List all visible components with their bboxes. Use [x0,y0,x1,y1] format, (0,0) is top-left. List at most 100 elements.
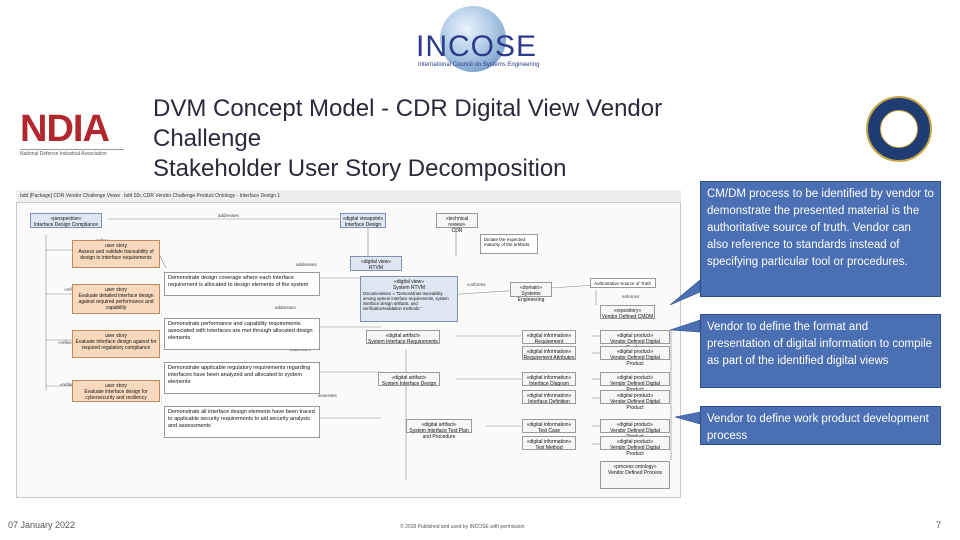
block-stereotype: «digital information» [526,375,572,381]
block-name: Interface Diagram [529,381,569,387]
block-name: Interface Definition [528,399,570,405]
dictate-note: Dictate the expected maturity of the art… [480,234,538,254]
slide-title: DVM Concept Model - CDR Digital View Ven… [153,94,793,184]
stakeholder-note: Demonstrate design coverage where each i… [164,272,320,296]
digital-information-block[interactable]: «digital information» Interface Diagram [522,372,576,387]
block-name: Systems Engineering [517,291,545,303]
block-name: Test Case [537,428,561,434]
block-stereotype: «technical review» [445,216,469,228]
block-stereotype: «digital artifact» [421,422,457,428]
callout-pointers [669,279,701,425]
block-stereotype: «digital information» [526,393,572,399]
digital-product-block[interactable]: «digital product» Vendor Defined Digital… [600,390,670,411]
process-ontology-block[interactable]: «process ontology» Vendor Defined Proces… [600,461,670,489]
callout-cm-dm-process: CM/DM process to be identified by vendor… [700,181,941,297]
block-name: Requirement [534,339,564,345]
stakeholder-note: Demonstrate applicable regulatory requir… [164,362,320,394]
block-name: Interface Design Compliance [33,222,99,228]
rtvm-view-block[interactable]: «digital view» RTVM [350,256,402,271]
block-stereotype: «digital view» [360,259,392,265]
user-story-block[interactable]: user story Evaluate detailed interface d… [72,284,160,314]
block-stereotype: «digital information» [526,333,572,339]
block-name: Test Method [535,445,563,451]
block-stereotype: «digital product» [616,439,654,445]
block-stereotype: «digital viewpoint» [342,216,384,222]
stakeholder-note: Demonstrate all interface design element… [164,406,320,438]
block-stereotype: «digital view» [393,279,425,285]
digital-product-block[interactable]: «digital product» Vendor Defined Digital… [600,436,670,457]
digital-information-block[interactable]: «digital information» Test Case [522,419,576,434]
block-name: System Interface Design [381,381,437,387]
callout-vendor-format: Vendor to define the format and presenta… [700,314,941,388]
block-stereotype: «digital artifact» [385,333,421,339]
block-stereotype: «perspective» [50,216,82,222]
dod-seal-eagle-icon [880,110,918,148]
digital-artifact-block[interactable]: «digital artifact» System Interface Requ… [366,330,440,345]
block-stereotype: «digital product» [616,375,654,381]
ndia-logo-subtitle: National Defense Industrial Association [20,149,124,157]
block-documentation: Documentation = "Demonstrate traceabilit… [363,291,449,311]
block-stereotype: «digital information» [526,439,572,445]
block-stereotype: «digital information» [526,422,572,428]
digital-information-block[interactable]: «digital information» Requirement [522,330,576,345]
block-stereotype: «digital information» [526,349,572,355]
edge-label-refine: «refine» [58,340,75,345]
block-name: Vendor Defined Digital Product [610,445,660,457]
edge-label-enforces: enforces [622,294,640,299]
block-name: Evaluate detailed interface design again… [78,293,154,311]
authoritative-source-note: Authoritative Source of Truth [590,278,656,288]
user-story-block[interactable]: user story Assess and validate traceabil… [72,240,160,268]
block-name: Assess and validate traceability of desi… [78,249,154,261]
block-name: Evaluate interface design for cybersecur… [84,389,148,401]
block-stereotype: «digital product» [616,349,654,355]
system-rtvm-block[interactable]: «digital view» System RTVM Documentation… [360,276,458,322]
block-name: Vendor Defined Digital Product [610,399,660,411]
block-name: Evaluate interface design against for re… [75,339,157,351]
block-stereotype: user story [105,383,127,389]
block-stereotype: «digital artifact» [391,375,427,381]
title-line: Challenge [153,125,262,152]
block-name: System Interface Requirements [367,339,439,345]
digital-artifact-block[interactable]: «digital artifact» System Interface Desi… [378,372,440,387]
digital-product-block[interactable]: «digital product» Vendor Defined Digital… [600,346,670,367]
block-stereotype: user story [105,333,127,339]
diagram-tab[interactable]: bdd [Package] CDR Vendor Challenge Views [20,193,120,199]
diagram-tab-bar: bdd [Package] CDR Vendor Challenge Views… [16,190,681,203]
title-line: Stakeholder User Story Decomposition [153,155,567,182]
diagram-tab[interactable]: bdd 02c CDR Vendor Challenge Product Ont… [124,193,281,199]
user-story-block[interactable]: user story Evaluate interface design aga… [72,330,160,358]
block-stereotype: user story [105,287,127,293]
block-stereotype: «domain» [520,285,542,291]
block-stereotype: «process ontology» [613,464,657,470]
digital-information-block[interactable]: «digital information» Test Method [522,436,576,451]
user-story-block[interactable]: user story Evaluate interface design for… [72,380,160,402]
digital-information-block[interactable]: «digital information» Requirement Attrib… [522,346,576,361]
digital-artifact-block[interactable]: «digital artifact» System Interface Test… [406,419,472,440]
incose-globe-logo [440,6,506,72]
block-name: Interface Design [344,222,382,228]
repository-block[interactable]: «repository» Vendor Defined CMDM [600,305,655,320]
stakeholder-note: Demonstrate performance and capability r… [164,318,320,350]
edge-label-conforms: conforms [467,282,486,287]
incose-logo-subtitle: International Council on Systems Enginee… [418,62,540,68]
edge-label-addresses: addresses [218,213,239,218]
perspective-block[interactable]: «perspective» Interface Design Complianc… [30,213,102,228]
block-stereotype: «digital product» [616,333,654,339]
technical-review-block[interactable]: «technical review» CDR [436,213,478,234]
block-name: CDR [451,228,463,234]
block-name: Vendor Defined CMDM [601,314,654,320]
block-name: Requirement Attributes [523,355,575,361]
digital-information-block[interactable]: «digital information» Interface Definiti… [522,390,576,405]
domain-block[interactable]: «domain» Systems Engineering [510,282,552,303]
block-name: System Interface Test Plan and Procedure [409,428,469,440]
title-line: DVM Concept Model - CDR Digital View Ven… [153,95,663,122]
incose-logo-text: INCOSE [416,30,538,63]
edge-label-addresses: addresses [275,305,296,310]
block-stereotype: user story [105,243,127,249]
block-stereotype: «digital product» [616,393,654,399]
block-stereotype: «digital product» [616,422,654,428]
page-number: 7 [936,520,942,530]
diagram-connectors [45,218,672,480]
viewpoint-block[interactable]: «digital viewpoint» Interface Design [340,213,386,228]
block-name: System RTVM [392,285,426,291]
